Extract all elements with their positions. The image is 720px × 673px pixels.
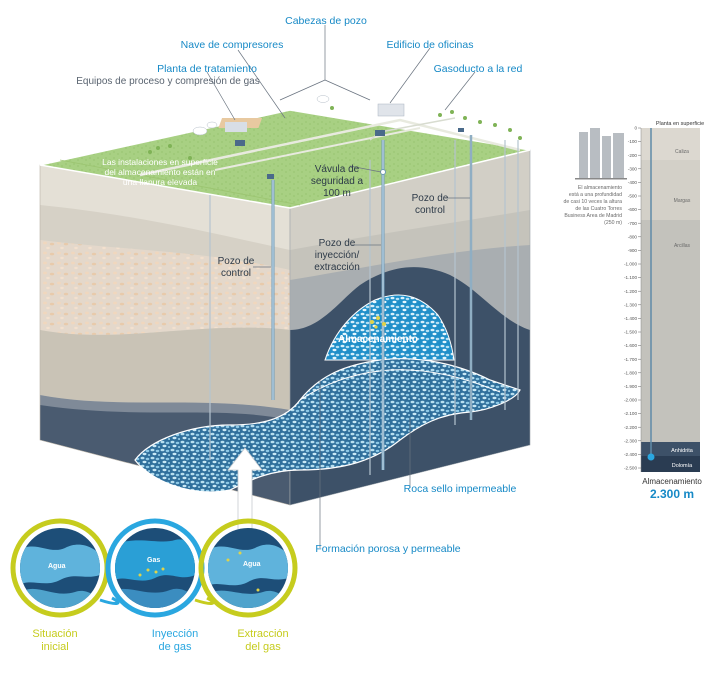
wells [209,135,519,475]
depth-tick-label: -2.400 [624,452,637,457]
label-control-well-left-2: control [221,268,251,279]
depth-scale: Planta en superficie 0 -100 -200 -300 -400 -5… [563,121,704,501]
storage-label: Almacenamiento [642,477,702,486]
depth-tick-label: -1.300 [624,302,637,307]
phase-inner-label: Agua [48,563,66,570]
four-towers-icon [575,128,627,180]
depth-scale-top-label: Planta en superficie [656,121,704,127]
depth-tick-label: -2.500 [624,466,637,471]
leader-lines [206,25,476,548]
phase-caption-2: del gas [245,641,281,653]
depth-tick-label: -1.100 [624,275,637,280]
wellhead-icon [235,140,245,146]
depth-tick-label: -2.100 [624,411,637,416]
trees [148,106,522,160]
phase-inner-label: Gas [147,557,160,564]
label-porous-formation: Formación porosa y permeable [315,543,460,555]
label-surface-note-1: Las instalaciones en superficie [102,157,218,167]
phase-caption-1: Situación [32,628,77,640]
depth-tick-label: -100 [628,139,638,144]
phase-caption-1: Inyección [152,628,198,640]
label-process-equipment: Equipos de proceso y compresión de gas [76,76,259,87]
label-safety-valve-1: Vávula de [315,164,360,175]
stratum-label: Caliza [675,149,689,155]
gas-bubbles-icon [370,316,386,329]
phase-caption-2: inicial [41,641,69,653]
depth-tick-label: -1.500 [624,330,637,335]
phase-circles: Agua Situación inicial Gas Inyección de … [10,518,298,653]
label-compressor-building: Nave de compresores [181,39,284,51]
stratum-label: Dolomía [672,463,693,469]
depth-tick-label: -1.700 [624,357,637,362]
depth-tick-label: -600 [628,207,638,212]
depth-tick-label: 0 [634,126,637,131]
label-injection-well-2: inyección/ [315,250,360,261]
depth-tick-label: -900 [628,248,638,253]
storage-depth-value: 2.300 m [650,487,694,501]
depth-tick-label: -700 [628,221,638,226]
label-surface-note-2: del almacenamiento están en [104,167,215,177]
label-injection-well-3: extracción [314,262,360,273]
office-building [377,103,405,117]
label-safety-valve-2: seguridad a [311,176,364,187]
note-line: de casi 10 veces la altura [563,199,622,205]
label-injection-well-1: Pozo de [319,238,356,249]
safety-valve-icon [380,169,386,175]
stratum-label: Margas [674,198,691,204]
depth-tick-label: -1.900 [624,384,637,389]
phase-injection: Gas Inyección de gas [105,518,205,653]
note-line: está a una profundidad [569,192,622,198]
label-gas-pipeline: Gasoducto a la red [434,63,523,75]
phase-inner-label: Agua [243,561,261,568]
phase-caption-2: de gas [158,641,192,653]
stratum-label: Arcillas [674,243,691,249]
depth-tick-label: -2.300 [624,438,637,443]
depth-tick-label: -2.000 [624,398,637,403]
note-line: de las Cuatro Torres [575,206,622,212]
label-control-well-right-2: control [415,205,445,216]
depth-tick-label: -200 [628,153,638,158]
label-treatment-plant: Planta de tratamiento [157,63,257,75]
phase-initial: Agua Situación inicial [10,518,110,653]
label-wellheads: Cabezas de pozo [285,15,367,27]
label-seal-rock: Roca sello impermeable [404,483,517,495]
surface-plain [39,109,531,209]
depth-tick-label: -1.000 [624,262,637,267]
treatment-plant [225,122,247,132]
label-storage: Almacenamiento [338,334,418,345]
label-control-well-right-1: Pozo de [412,193,449,204]
wellhead-icon [375,130,385,136]
stratum-label: Anhidrita [671,448,694,454]
phase-extraction: Agua Extracción del gas [198,518,298,653]
note-line: El almacenamiento [578,185,622,191]
note-line: (250 m) [604,220,622,226]
label-surface-note-3: una llanura elevada [123,177,197,187]
depth-tick-label: -2.200 [624,425,637,430]
label-control-well-left-1: Pozo de [218,256,255,267]
depth-tick-label: -1.400 [624,316,637,321]
label-safety-valve-3: 100 m [323,188,351,199]
depth-tick-label: -400 [628,180,638,185]
depth-tick-label: -1.600 [624,343,637,348]
depth-tick-label: -1.800 [624,370,637,375]
label-office-building: Edificio de oficinas [387,39,474,51]
phase-caption-1: Extracción [237,628,288,640]
storage-depth-marker-icon [647,453,655,461]
depth-tick-label: -800 [628,234,638,239]
depth-tick-label: -300 [628,166,638,171]
depth-ticks: 0 -100 -200 -300 -400 -500 -600 -700 -800 -900 -1.… [624,126,641,471]
depth-tick-label: -1.200 [624,289,637,294]
note-line: Business Area de Madrid [564,213,622,219]
depth-tick-label: -500 [628,194,638,199]
